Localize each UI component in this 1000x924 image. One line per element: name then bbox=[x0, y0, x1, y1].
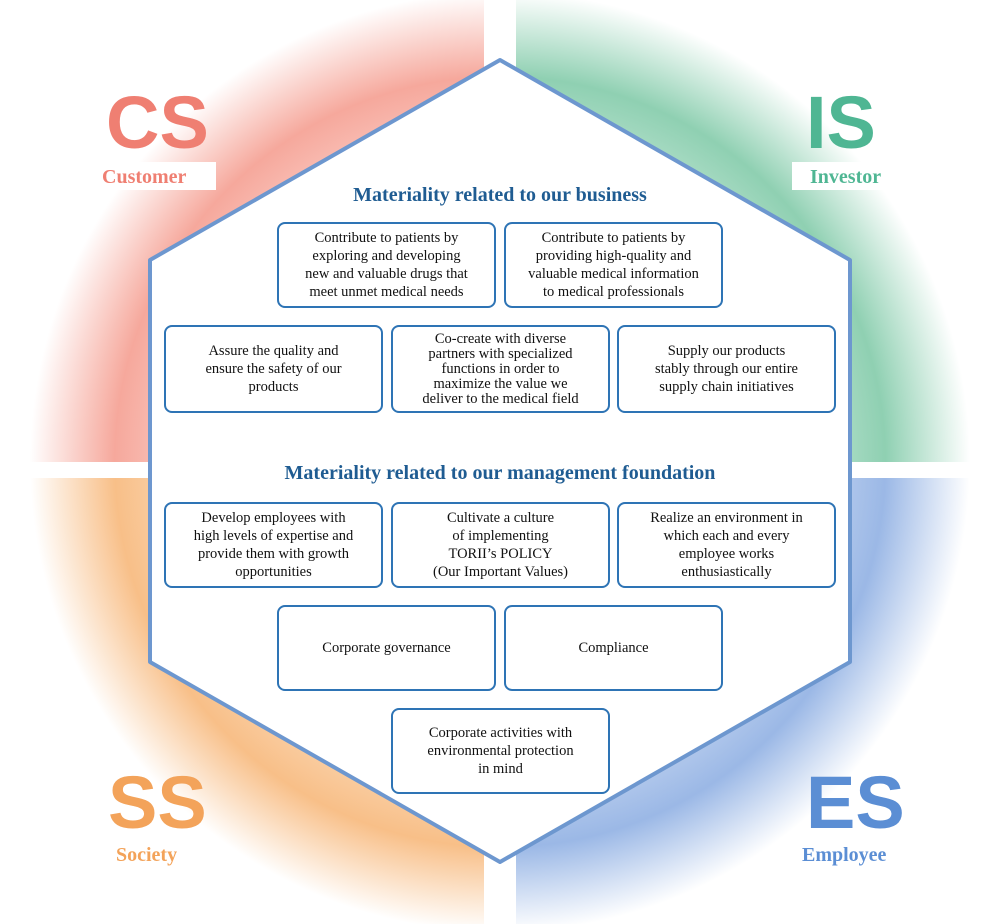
foundation-item-work-environment: Realize an environment in which each and… bbox=[617, 502, 836, 588]
business-item-quality-safety: Assure the quality and ensure the safety… bbox=[164, 325, 383, 413]
es-abbr: ES bbox=[806, 761, 905, 844]
ss-abbr: SS bbox=[108, 761, 207, 844]
foundation-item-compliance: Compliance bbox=[504, 605, 723, 691]
business-item-medical-information: Contribute to patients by providing high… bbox=[504, 222, 723, 308]
foundation-section-title: Materiality related to our management fo… bbox=[284, 462, 716, 484]
business-item-drug-discovery: Contribute to patients by exploring and … bbox=[277, 222, 496, 308]
foundation-item-culture-policy: Cultivate a culture of implementing TORI… bbox=[391, 502, 610, 588]
foundation-item-environmental-protection: Corporate activities with environmental … bbox=[391, 708, 610, 794]
cs-name: Customer bbox=[102, 166, 187, 188]
is-abbr: IS bbox=[806, 81, 876, 164]
is-name: Investor bbox=[810, 166, 882, 188]
ss-name: Society bbox=[116, 844, 178, 866]
foundation-item-develop-employees: Develop employees with high levels of ex… bbox=[164, 502, 383, 588]
foundation-item-corporate-governance: Corporate governance bbox=[277, 605, 496, 691]
business-section-title: Materiality related to our business bbox=[353, 184, 647, 206]
es-name: Employee bbox=[802, 844, 887, 866]
cs-abbr: CS bbox=[106, 81, 209, 164]
business-item-co-create: Co-create with diverse partners with spe… bbox=[391, 325, 610, 413]
business-item-stable-supply: Supply our products stably through our e… bbox=[617, 325, 836, 413]
